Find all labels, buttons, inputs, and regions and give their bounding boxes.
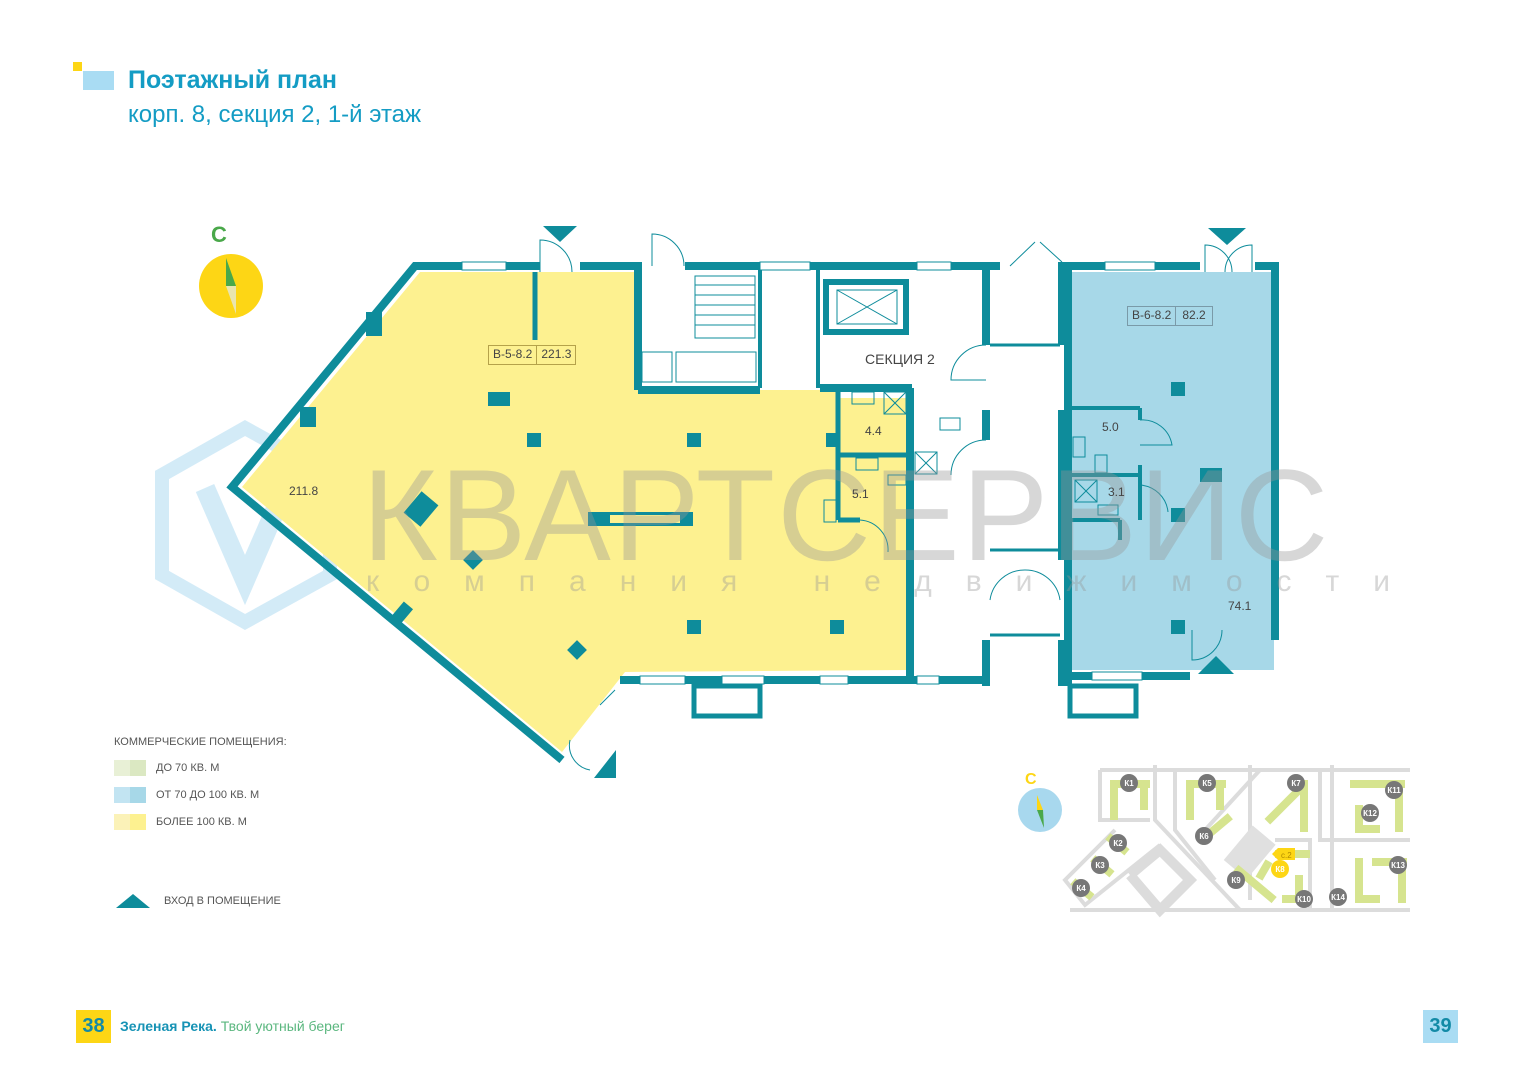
entry-arrow-icon bbox=[594, 750, 616, 778]
minimap-building-label: К14 bbox=[1331, 893, 1345, 902]
minimap-building-label: К1 bbox=[1124, 779, 1134, 788]
legend-swatch bbox=[114, 814, 146, 830]
minimap-building-label: К9 bbox=[1231, 876, 1241, 885]
minimap-building-marker bbox=[1287, 774, 1305, 792]
entry-arrow-icon bbox=[543, 226, 577, 242]
minimap-building-marker bbox=[1120, 774, 1138, 792]
footer-brand: Зеленая Река. bbox=[120, 1018, 217, 1034]
minimap-building-label: К8 bbox=[1275, 865, 1285, 874]
minimap-building-label: К7 bbox=[1291, 779, 1301, 788]
minimap-building-marker bbox=[1227, 871, 1245, 889]
footer-text: Зеленая Река. Твой уютный берег bbox=[120, 1018, 345, 1034]
unit-b-6-area[interactable] bbox=[1072, 272, 1274, 670]
minimap-building-marker bbox=[1271, 860, 1289, 878]
minimap-building-marker bbox=[1389, 856, 1407, 874]
unit-code: B-6-8.2 bbox=[1128, 307, 1177, 325]
section-label: СЕКЦИЯ 2 bbox=[865, 351, 935, 367]
watermark-tagline: компания недвижимости bbox=[366, 565, 1425, 598]
minimap-section-tag: с.2 bbox=[1281, 851, 1292, 860]
minimap-building-label: К6 bbox=[1199, 832, 1209, 841]
legend-entry-label: ВХОД В ПОМЕЩЕНИЕ bbox=[164, 895, 281, 907]
minimap-building-label: К13 bbox=[1391, 861, 1405, 870]
unit-area: 221.3 bbox=[541, 347, 572, 361]
footer-slogan: Твой уютный берег bbox=[220, 1018, 345, 1034]
page-subtitle: корп. 8, секция 2, 1-й этаж bbox=[128, 101, 422, 128]
room-area: 74.1 bbox=[1228, 599, 1252, 613]
minimap-building-marker bbox=[1295, 890, 1313, 908]
entry-triangle-icon bbox=[116, 894, 150, 908]
windows bbox=[461, 261, 1156, 685]
minimap-building-label: К4 bbox=[1076, 884, 1086, 893]
page-number-right: 39 bbox=[1423, 1010, 1458, 1043]
entry-icons bbox=[543, 226, 1246, 778]
elevator-icon bbox=[823, 279, 909, 335]
unit-b-5-tag[interactable]: B-5-8.2 221.3 bbox=[488, 345, 577, 365]
legend-heading: КОММЕРЧЕСКИЕ ПОМЕЩЕНИЯ: bbox=[114, 736, 287, 748]
minimap-building-marker bbox=[1195, 827, 1213, 845]
legend-item-medium: ОТ 70 ДО 100 КВ. М bbox=[114, 787, 259, 803]
header-deco-yellow bbox=[73, 62, 82, 71]
legend-swatch bbox=[114, 760, 146, 776]
entry-arrow-icon bbox=[1198, 656, 1234, 674]
room-area: 5.0 bbox=[1102, 420, 1119, 434]
minimap-building-marker bbox=[1109, 834, 1127, 852]
unit-b-6-tag[interactable]: B-6-8.2 82.2 bbox=[1127, 306, 1213, 326]
room-area: 5.1 bbox=[852, 487, 869, 501]
stairs bbox=[641, 275, 757, 383]
legend-item-large: БОЛЕЕ 100 КВ. М bbox=[114, 814, 247, 830]
doors bbox=[539, 233, 1253, 771]
room-area: 3.1 bbox=[1108, 485, 1125, 499]
minimap-building-label: К11 bbox=[1387, 786, 1401, 795]
legend-swatch bbox=[114, 787, 146, 803]
minimap-building-marker bbox=[1072, 879, 1090, 897]
minimap-building-marker bbox=[1329, 888, 1347, 906]
walls bbox=[226, 262, 1279, 764]
room-area: 211.8 bbox=[289, 484, 319, 498]
legend-label: ДО 70 КВ. М bbox=[156, 762, 220, 774]
minimap-building-marker bbox=[1361, 804, 1379, 822]
legend-item-small: ДО 70 КВ. М bbox=[114, 760, 219, 776]
page-title: Поэтажный план bbox=[128, 66, 338, 94]
minimap-building-marker bbox=[1198, 774, 1216, 792]
unit-code: B-5-8.2 bbox=[489, 346, 538, 364]
compass-icon bbox=[199, 254, 263, 318]
columns bbox=[300, 312, 1222, 660]
minimap-building-label: К5 bbox=[1202, 779, 1212, 788]
minimap-building-label: К12 bbox=[1363, 809, 1377, 818]
watermark-brand: КВАРТСЕРВИС bbox=[362, 442, 1331, 588]
entry-arrow-icon bbox=[1208, 228, 1246, 245]
unit-area: 82.2 bbox=[1182, 308, 1206, 322]
compass-label: С bbox=[211, 222, 227, 247]
legend-label: БОЛЕЕ 100 КВ. М bbox=[156, 816, 247, 828]
header-deco-blue bbox=[83, 71, 114, 90]
minimap-building-label: К3 bbox=[1095, 861, 1105, 870]
minimap-building-marker bbox=[1091, 856, 1109, 874]
minimap-building-marker bbox=[1385, 781, 1403, 799]
legend-entry: ВХОД В ПОМЕЩЕНИЕ bbox=[116, 893, 281, 909]
minimap-building-label: К2 bbox=[1113, 839, 1123, 848]
shafts bbox=[883, 391, 1098, 503]
minimap-building-label: К10 bbox=[1297, 895, 1311, 904]
room-area: 4.4 bbox=[865, 424, 882, 438]
minimap-compass-label: С bbox=[1025, 771, 1037, 788]
page-number-left: 38 bbox=[76, 1010, 111, 1043]
legend-label: ОТ 70 ДО 100 КВ. М bbox=[156, 789, 260, 801]
